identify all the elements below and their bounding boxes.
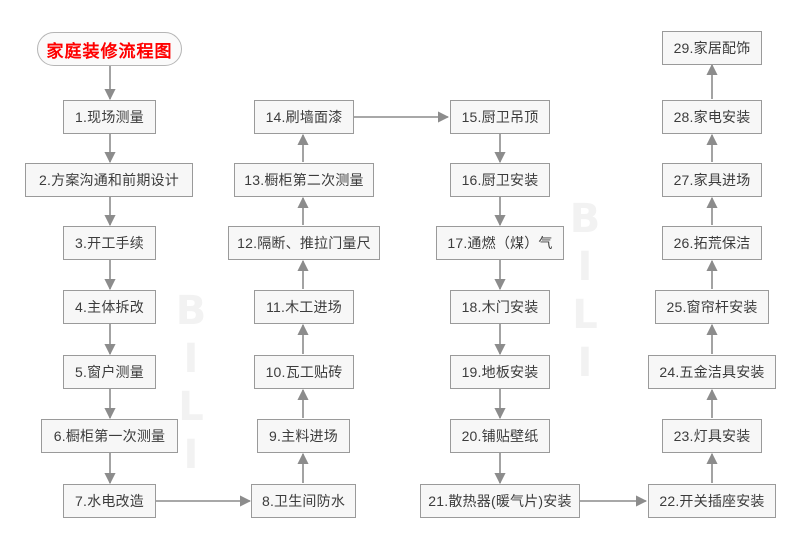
node-14[interactable]: 14.刷墙面漆 bbox=[254, 100, 354, 134]
node-20[interactable]: 20.铺贴壁纸 bbox=[450, 419, 550, 453]
node-6[interactable]: 6.橱柜第一次测量 bbox=[41, 419, 178, 453]
node-17[interactable]: 17.通燃（煤）气 bbox=[436, 226, 564, 260]
node-24[interactable]: 24.五金洁具安装 bbox=[648, 355, 776, 389]
node-25[interactable]: 25.窗帘杆安装 bbox=[655, 290, 769, 324]
node-23[interactable]: 23.灯具安装 bbox=[662, 419, 762, 453]
node-16[interactable]: 16.厨卫安装 bbox=[450, 163, 550, 197]
node-10[interactable]: 10.瓦工贴砖 bbox=[254, 355, 354, 389]
node-21[interactable]: 21.散热器(暖气片)安装 bbox=[420, 484, 580, 518]
node-2[interactable]: 2.方案沟通和前期设计 bbox=[25, 163, 193, 197]
node-4[interactable]: 4.主体拆改 bbox=[63, 290, 156, 324]
node-28[interactable]: 28.家电安装 bbox=[662, 100, 762, 134]
node-7[interactable]: 7.水电改造 bbox=[63, 484, 156, 518]
node-13[interactable]: 13.橱柜第二次测量 bbox=[234, 163, 374, 197]
node-1[interactable]: 1.现场测量 bbox=[63, 100, 156, 134]
node-11[interactable]: 11.木工进场 bbox=[254, 290, 354, 324]
node-18[interactable]: 18.木门安装 bbox=[450, 290, 550, 324]
node-5[interactable]: 5.窗户测量 bbox=[63, 355, 156, 389]
node-15[interactable]: 15.厨卫吊顶 bbox=[450, 100, 550, 134]
node-29[interactable]: 29.家居配饰 bbox=[662, 31, 762, 65]
node-12[interactable]: 12.隔断、推拉门量尺 bbox=[228, 226, 380, 260]
node-9[interactable]: 9.主料进场 bbox=[257, 419, 350, 453]
node-8[interactable]: 8.卫生间防水 bbox=[251, 484, 356, 518]
node-22[interactable]: 22.开关插座安装 bbox=[648, 484, 776, 518]
flowchart-title: 家庭装修流程图 bbox=[37, 32, 182, 66]
node-19[interactable]: 19.地板安装 bbox=[450, 355, 550, 389]
node-3[interactable]: 3.开工手续 bbox=[63, 226, 156, 260]
node-27[interactable]: 27.家具进场 bbox=[662, 163, 762, 197]
node-26[interactable]: 26.拓荒保洁 bbox=[662, 226, 762, 260]
